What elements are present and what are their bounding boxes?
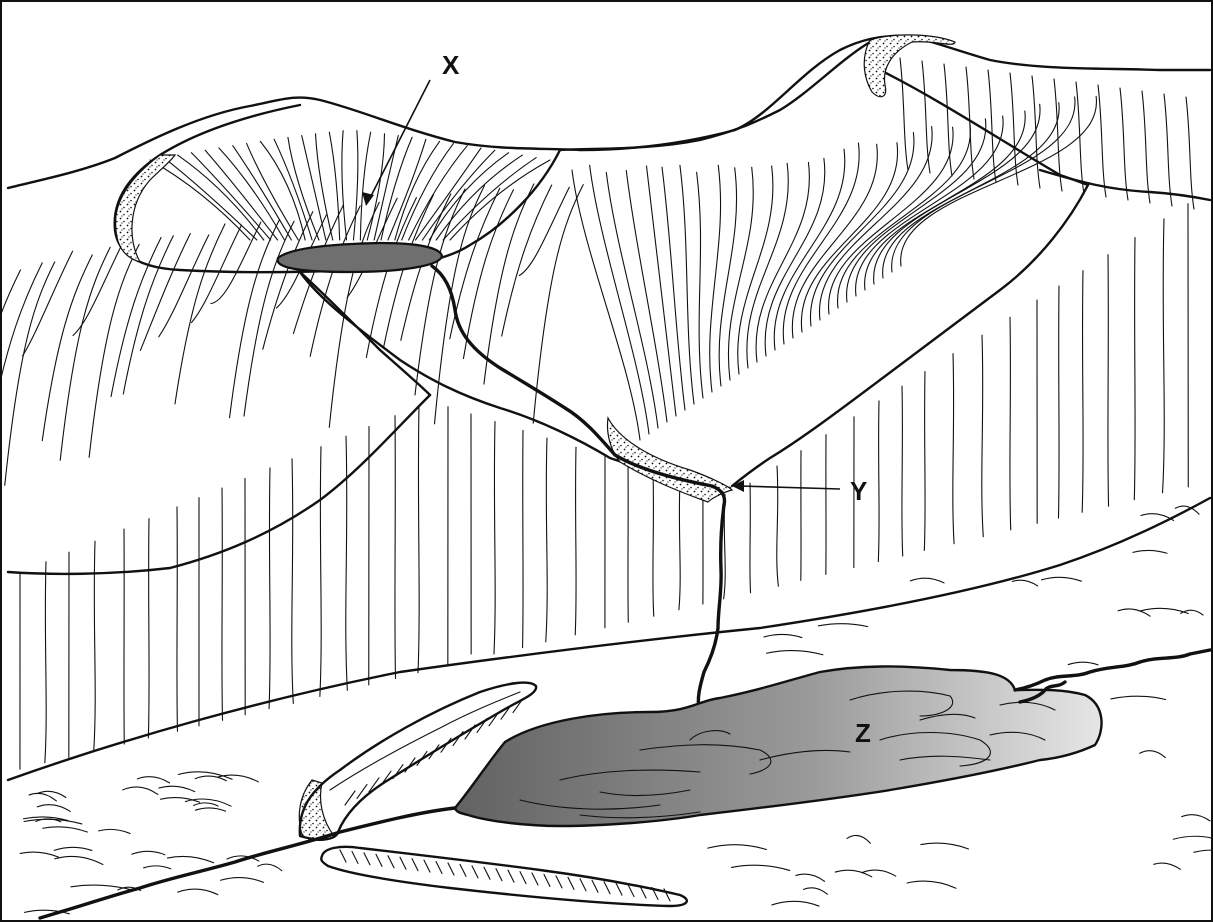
wall-hatch-line xyxy=(1108,255,1109,507)
wall-hatch-line xyxy=(924,372,925,551)
wall-hatch-line xyxy=(1134,237,1135,499)
wall-hatch-line xyxy=(523,430,524,647)
wall-hatch-line xyxy=(148,519,149,738)
label-x: X xyxy=(442,50,460,80)
wall-hatch-line xyxy=(177,507,178,731)
label-z: Z xyxy=(855,718,871,748)
label-y: Y xyxy=(850,476,867,506)
wall-hatch-line xyxy=(878,401,879,562)
wall-hatch-line xyxy=(395,416,396,679)
wall-hatch-line xyxy=(222,488,223,720)
wall-hatch-line xyxy=(750,483,751,593)
wall-hatch-line xyxy=(1058,286,1059,518)
wall-hatch-line xyxy=(902,386,903,556)
wall-hatch-line xyxy=(1010,317,1011,530)
